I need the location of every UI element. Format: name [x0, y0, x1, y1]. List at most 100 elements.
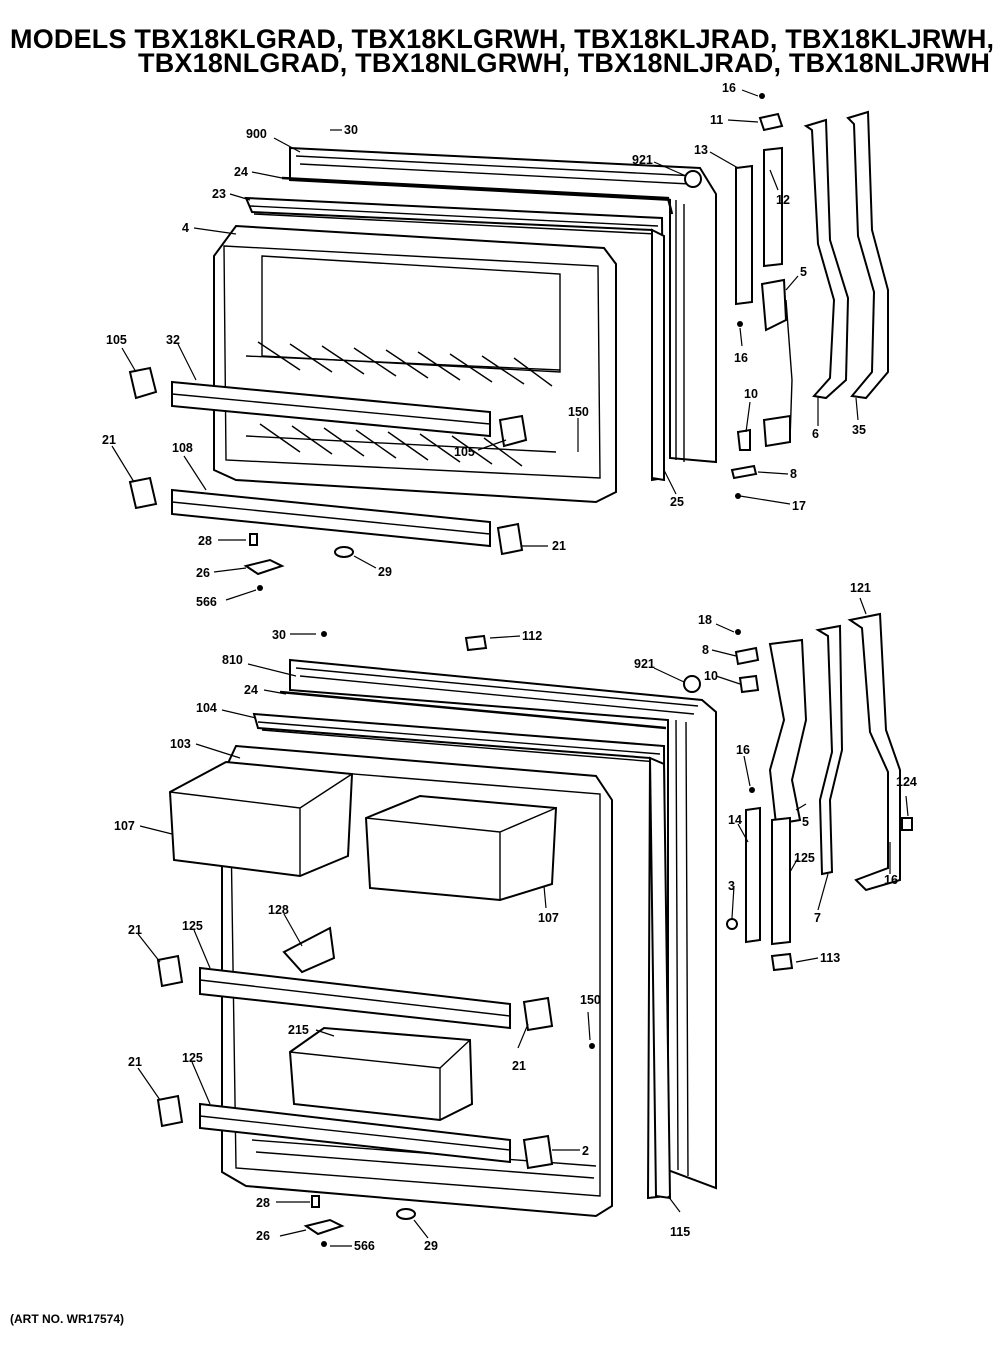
callout-124: 124 — [896, 775, 917, 789]
cover-8 — [730, 464, 758, 480]
callout-18: 18 — [698, 613, 712, 627]
callout-21-right: 21 — [552, 539, 566, 553]
screw-30-lower — [321, 631, 327, 637]
models-title-line-2: TBX18NLGRAD, TBX18NLGRWH, TBX18NLJRAD, T… — [138, 48, 991, 78]
callout-16-mid: 16 — [734, 351, 748, 365]
callout-14: 14 — [728, 813, 742, 827]
callout-2-right-lower: 2 — [582, 1144, 589, 1158]
callout-105-right: 105 — [454, 445, 475, 459]
callout-128: 128 — [268, 903, 289, 917]
part-3 — [726, 918, 738, 930]
callout-125-right: 125 — [794, 851, 815, 865]
stop-28-lower — [311, 1195, 320, 1208]
callout-104: 104 — [196, 701, 217, 715]
freezer-frame-inner-lines — [249, 205, 659, 235]
screw-150-lower — [589, 1043, 595, 1049]
screw-16-top — [759, 93, 765, 99]
callout-10-lower: 10 — [704, 669, 718, 683]
callout-11: 11 — [710, 113, 723, 127]
callout-150-lower: 150 — [580, 993, 601, 1007]
callout-29: 29 — [378, 565, 392, 579]
fresh-food-handle-7 — [815, 624, 844, 876]
shelf-bracket-105-left — [128, 366, 158, 400]
callout-112: 112 — [522, 629, 542, 643]
leader-lines — [111, 89, 909, 1247]
freezer-handle-6 — [803, 118, 850, 400]
callout-3: 3 — [728, 879, 735, 893]
fresh-food-gasket-top — [279, 690, 667, 730]
dairy-bin-left-edges — [169, 773, 353, 876]
screw-566-lower — [321, 1241, 327, 1247]
door-bin-215-edges — [289, 1039, 471, 1120]
fresh-food-door-frame — [252, 712, 668, 1200]
callout-10: 10 — [744, 387, 758, 401]
dairy-bin-right — [364, 794, 558, 902]
callout-108: 108 — [172, 441, 193, 455]
callout-29-lower: 29 — [424, 1239, 438, 1253]
dairy-bin-left — [168, 760, 354, 878]
plate-26 — [243, 558, 285, 576]
shelf-bracket-21-right-upper — [522, 996, 554, 1032]
callout-115: 115 — [670, 1225, 690, 1239]
callout-35: 35 — [852, 423, 866, 437]
shelf-bracket-21-right-lower — [522, 1134, 554, 1170]
trim-strip-12 — [763, 146, 783, 268]
freezer-liner-ribs-upper — [245, 341, 561, 387]
callout-6: 6 — [812, 427, 819, 441]
part-113 — [770, 952, 794, 972]
callout-125-upper: 125 — [182, 919, 203, 933]
art-number: (ART NO. WR17574) — [10, 1312, 125, 1326]
callout-107-left: 107 — [114, 819, 135, 833]
callout-21-left-lower: 21 — [128, 1055, 142, 1069]
callout-16-lower-right: 16 — [884, 873, 898, 887]
handle-cap-5-bottom — [762, 414, 791, 448]
callout-26-lower: 26 — [256, 1229, 270, 1243]
freezer-liner-recess — [261, 255, 561, 373]
screw-566 — [257, 585, 263, 591]
callout-900: 900 — [246, 127, 267, 141]
trim-strip-14 — [745, 806, 761, 944]
part-124 — [901, 817, 913, 831]
fresh-food-liner-inner-border — [229, 763, 601, 1197]
screw-18 — [735, 629, 741, 635]
callout-5: 5 — [800, 265, 807, 279]
freezer-shelf-bar-upper-edge — [171, 393, 491, 425]
cover-8-lower — [734, 646, 760, 666]
callout-921-lower: 921 — [634, 657, 655, 671]
callout-107-right: 107 — [538, 911, 559, 925]
callout-30-lower: 30 — [272, 628, 286, 642]
fresh-food-door-side-lines — [675, 719, 689, 1177]
callout-13: 13 — [694, 143, 708, 157]
callout-566-lower: 566 — [354, 1239, 375, 1253]
screw-16-lower — [749, 787, 755, 793]
callout-103: 103 — [170, 737, 191, 751]
callout-21-right-upper: 21 — [512, 1059, 526, 1073]
freezer-door-side-lines — [675, 200, 685, 462]
callout-24-lower: 24 — [244, 683, 258, 697]
callout-16-lower: 16 — [736, 743, 750, 757]
screw-17 — [735, 493, 741, 499]
callout-24: 24 — [234, 165, 248, 179]
fresh-food-shelf-bar-lower-edge — [199, 1115, 511, 1151]
plug-button-921-lower — [683, 675, 701, 693]
fresh-food-shelf-bar-upper-edge — [199, 979, 511, 1017]
freezer-door-assembly — [128, 93, 889, 591]
callout-215: 215 — [288, 1023, 309, 1037]
shelf-bracket-21-left-lower — [156, 1094, 184, 1128]
callout-12: 12 — [776, 193, 790, 207]
callout-28-lower: 28 — [256, 1196, 270, 1210]
bushing-29 — [334, 546, 354, 558]
callout-8: 8 — [790, 467, 797, 481]
plug-button-921 — [684, 170, 702, 188]
freezer-gasket-top — [281, 176, 674, 215]
fresh-food-handle-121 — [847, 612, 901, 892]
cap-10 — [736, 428, 751, 451]
plate-26-lower — [303, 1218, 345, 1236]
callout-17: 17 — [792, 499, 806, 513]
cap-10-lower — [738, 674, 760, 694]
callout-5-lower: 5 — [802, 815, 809, 829]
callout-921: 921 — [632, 153, 653, 167]
freezer-handle-35 — [846, 110, 889, 400]
callout-21-left: 21 — [102, 433, 116, 447]
